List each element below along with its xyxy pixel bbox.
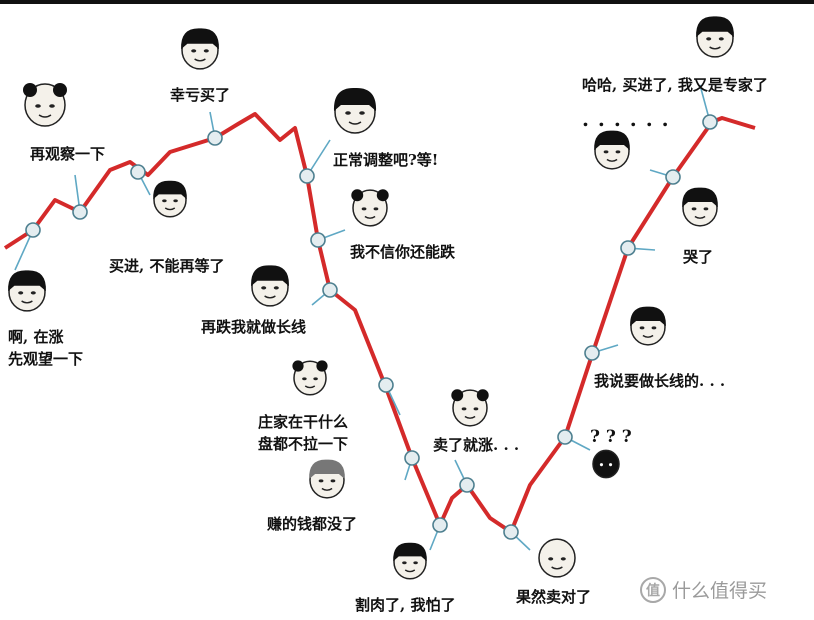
price-node <box>665 169 681 185</box>
annotation-profit-gone: 赚的钱都没了 <box>267 515 358 533</box>
bowl-cut-face-icon <box>181 28 219 70</box>
price-node <box>557 429 573 445</box>
bowl-cut-face-icon <box>8 270 46 312</box>
price-node <box>72 204 88 220</box>
bowl-cut-face-icon <box>630 306 666 346</box>
watermark-text: 什么值得买 <box>672 580 768 602</box>
annotation-buy-now: 买进, 不能再等了 <box>109 257 225 275</box>
smug-man-face-icon <box>696 16 734 58</box>
annotation-cried: 哭了 <box>683 248 714 266</box>
annotation-ellipsis: . . . . . . <box>582 107 670 131</box>
price-node <box>584 345 600 361</box>
panda-face-icon <box>351 189 389 227</box>
bowl-cut-face-icon <box>251 265 289 307</box>
price-node <box>702 114 718 130</box>
top-border <box>0 0 814 4</box>
annotation-dont-believe: 我不信你还能跌 <box>350 243 456 261</box>
price-node <box>130 164 146 180</box>
panda-face-icon <box>451 389 489 427</box>
price-node <box>503 524 519 540</box>
annotation-question-marks: ? ? ? <box>590 427 632 447</box>
price-node <box>207 130 223 146</box>
bowl-cut-face-icon <box>393 542 427 580</box>
price-node <box>432 517 448 533</box>
price-node <box>459 477 475 493</box>
annotation-rising-wait: 啊, 在涨 先观望一下 <box>8 328 84 368</box>
worried-face-icon <box>309 459 345 499</box>
crying-face-icon <box>594 130 630 170</box>
panda-face-icon <box>23 83 67 127</box>
annotation-normal-adjust: 正常调整吧?等! <box>333 151 439 169</box>
watermark: 值 什么值得买 <box>640 576 767 603</box>
crying-face-icon <box>682 187 718 227</box>
annotation-said-long-term: 我说要做长线的. . . <box>594 372 726 390</box>
bowl-cut-face-icon <box>153 180 187 218</box>
price-node <box>322 282 338 298</box>
annotation-dealer: 庄家在干什么 盘都不拉一下 <box>258 413 349 453</box>
price-node <box>310 232 326 248</box>
annotation-cut-loss: 割肉了, 我怕了 <box>355 596 456 614</box>
annotation-sold-right: 果然卖对了 <box>516 588 592 606</box>
price-line <box>3 112 756 534</box>
smug-face-icon <box>538 538 576 578</box>
annotation-expert-again: 哈哈, 买进了, 我又是专家了 <box>582 76 768 94</box>
price-node <box>620 240 636 256</box>
annotation-sold-rises: 卖了就涨. . . <box>433 436 520 454</box>
watermark-logo-icon: 值 <box>640 576 666 603</box>
annotation-observe-again: 再观察一下 <box>30 145 106 163</box>
price-node <box>25 222 41 238</box>
annotation-long-term: 再跌我就做长线 <box>201 318 307 336</box>
price-node <box>378 377 394 393</box>
shadow-face-icon <box>592 449 620 479</box>
price-node <box>299 168 315 184</box>
price-node <box>404 450 420 466</box>
annotation-glad-bought: 幸亏买了 <box>170 86 231 104</box>
panda-face-icon <box>292 360 328 396</box>
bowl-cut-face-icon <box>333 87 377 134</box>
